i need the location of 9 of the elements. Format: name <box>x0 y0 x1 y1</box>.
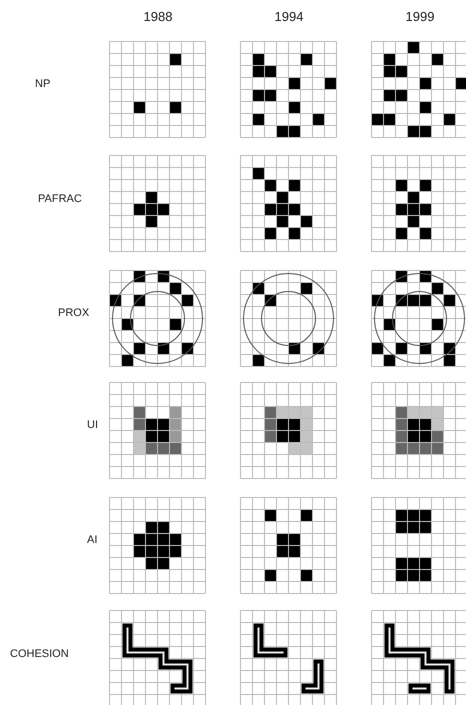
metric-label: UI <box>87 419 98 432</box>
metric-label: AI <box>87 534 98 547</box>
metric-label: PAFRAC <box>38 193 82 206</box>
metric-label: PROX <box>58 307 90 320</box>
metric-label: NP <box>35 78 50 91</box>
year-heading: 1999 <box>406 10 434 23</box>
metric-label: COHESION <box>10 648 69 661</box>
year-heading: 1994 <box>274 10 304 23</box>
year-heading: 1988 <box>144 10 172 23</box>
